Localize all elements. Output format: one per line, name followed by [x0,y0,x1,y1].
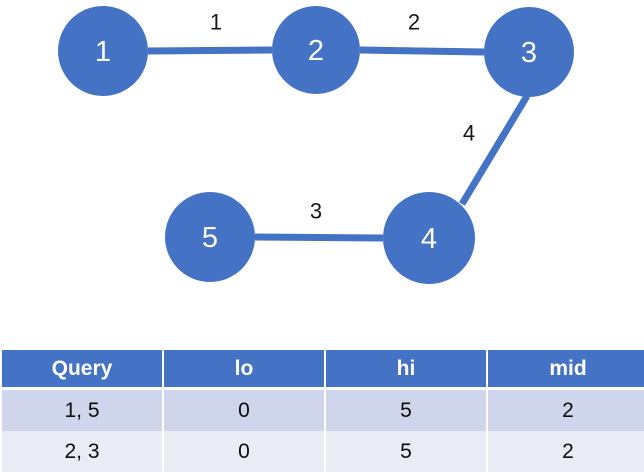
edge-weight-3-4: 4 [463,121,475,146]
edge-3-4 [459,94,530,206]
graph-edge-weights: 1 2 3 4 [210,10,475,224]
node-2[interactable]: 2 [272,6,360,94]
cell-lo: 0 [163,431,326,474]
table-row: 2, 3 0 5 2 [2,431,644,474]
edge-2-3 [359,46,485,56]
graph-diagram: 1 2 3 4 5 1 2 3 4 [58,6,574,284]
cell-lo: 0 [163,388,326,431]
edge-1-2 [147,46,273,55]
cell-mid: 2 [487,431,644,474]
cell-query: 2, 3 [2,431,164,474]
column-header-mid: mid [487,350,644,390]
table-row: 1, 5 0 5 2 [2,388,644,431]
cell-mid: 2 [487,388,644,431]
table-header-row: Query lo hi mid [2,350,644,390]
column-header-lo: lo [163,350,326,390]
graph-edges [147,46,530,242]
edge-weight-2-3: 2 [408,10,420,35]
node-4-circle[interactable] [383,192,475,284]
table-body: 1, 5 0 5 2 2, 3 0 5 2 [2,388,644,474]
graph-canvas: 1 2 3 4 5 1 2 3 4 [58,6,574,284]
node-3-circle[interactable] [484,7,574,97]
query-table: Query lo hi mid 1, 5 0 5 2 2, 3 0 5 2 [2,350,644,474]
edge-5-4 [254,233,384,242]
edge-weight-1-2: 1 [210,10,222,35]
cell-hi: 5 [325,388,488,431]
cell-hi: 5 [325,431,488,474]
column-header-query: Query [2,350,164,390]
node-3[interactable]: 3 [484,7,574,97]
cell-query: 1, 5 [2,388,164,431]
node-1-circle[interactable] [58,6,148,96]
node-2-circle[interactable] [272,6,360,94]
table-header: Query lo hi mid [2,350,644,390]
node-5[interactable]: 5 [165,192,255,282]
node-1[interactable]: 1 [58,6,148,96]
column-header-hi: hi [325,350,488,390]
node-4[interactable]: 4 [383,192,475,284]
edge-weight-5-4: 3 [310,199,322,224]
node-5-circle[interactable] [165,192,255,282]
